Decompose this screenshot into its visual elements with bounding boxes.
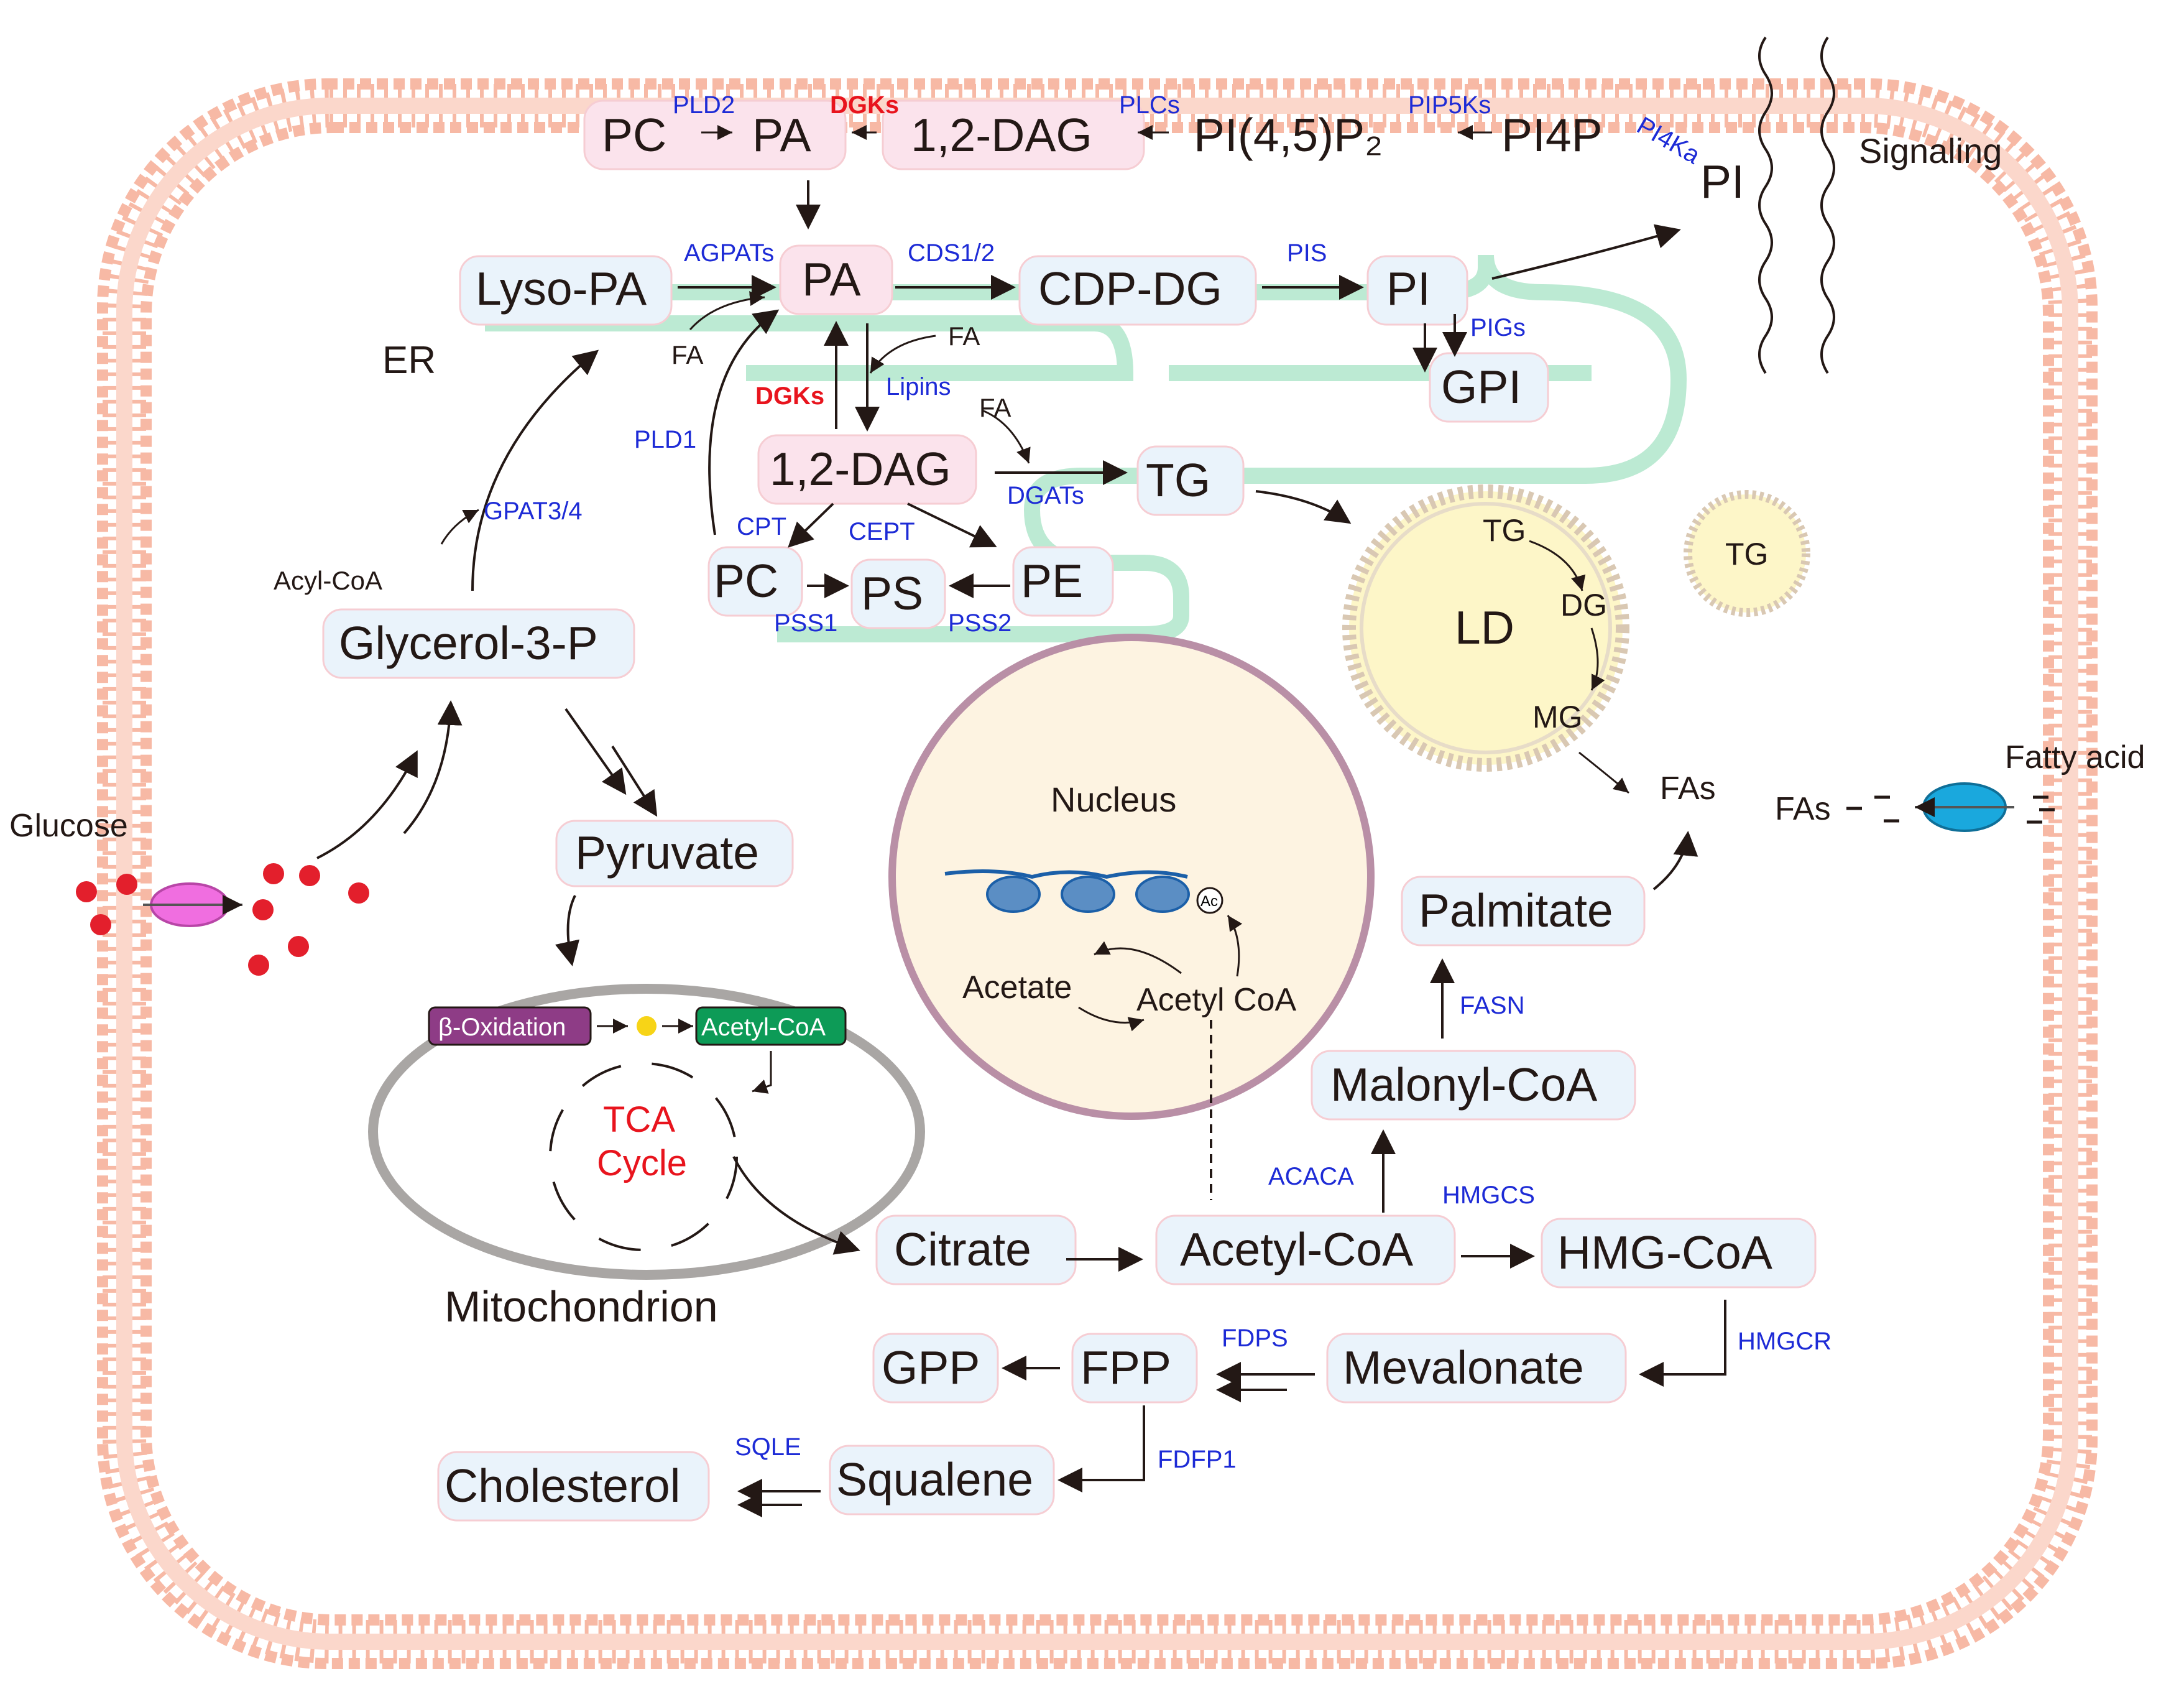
enzyme-cept: CEPT [849,518,915,545]
acyl-coa-label: Acyl-CoA [274,566,382,595]
acetate-label: Acetate [962,969,1072,1006]
enzyme-hmgcr: HMGCR [1738,1328,1832,1355]
nucleus-acetyl-coa: Acetyl CoA [1136,982,1297,1018]
enzyme-pld1: PLD1 [634,426,696,453]
fa-outside-label: FAs [1775,791,1831,827]
enzyme-cpt: CPT [737,513,786,540]
node-gpp: GPP [882,1341,980,1394]
beta-oxidation-label: β-Oxidation [438,1014,566,1041]
enzyme-pip5ks: PIP5Ks [1408,91,1491,119]
node-fpp: FPP [1080,1341,1171,1394]
nucleosome-icon [986,876,1190,913]
membrane-pa: PA [752,109,811,161]
er-labels: AGPATs CDS1/2 PIS PIGs DGKs Lipins PLD1 … [274,239,1526,637]
fa-label-1: FA [671,340,703,369]
node-cholesterol: Cholesterol [445,1460,680,1512]
glycolysis-nodes: Glycerol-3-P Pyruvate [322,608,794,966]
enzyme-pis: PIS [1287,239,1327,267]
node-pi: PI [1386,262,1431,315]
enzyme-fasn: FASN [1460,992,1524,1019]
enzyme-dgks-membrane: DGKs [830,91,899,119]
node-malonyl-coa: Malonyl-CoA [1330,1058,1597,1111]
beta-oxidation-box [428,1006,592,1046]
membrane-pip2: PI(4,5)P₂ [1194,109,1383,161]
membrane-pi4p: PI4P [1501,109,1603,161]
enzyme-fdps: FDPS [1222,1325,1288,1352]
fas-label: FAs [1660,770,1716,807]
node-glycerol-3-p: Glycerol-3-P [339,617,598,669]
er-nodes: Lyso-PA PA CDP-DG PI GPI 1,2-DAG TG PC P… [459,244,1549,629]
membrane-dag: 1,2-DAG [911,109,1092,161]
small-lipid-droplet: TG [1684,490,1810,617]
enzyme-pi4ka: PI4Ka [1633,112,1705,170]
fa-label-2: FA [948,322,980,351]
node-dag: 1,2-DAG [770,443,951,495]
enzyme-sqle: SQLE [735,1433,801,1461]
node-palmitate: Palmitate [1419,884,1613,937]
node-pyruvate: Pyruvate [575,826,759,879]
tca-cycle-ring [549,1062,738,1251]
node-mevalonate: Mevalonate [1343,1341,1584,1394]
node-pe: PE [1021,555,1083,607]
node-ps: PS [861,567,923,619]
enzyme-gpat: GPAT3/4 [484,497,583,525]
node-squalene: Squalene [836,1453,1033,1506]
enzyme-agpats: AGPATs [684,239,774,267]
glucose-label: Glucose [9,808,128,844]
mito-acetyl-coa-box [695,1006,847,1046]
node-gpi: GPI [1441,361,1521,413]
enzyme-acaca: ACACA [1268,1163,1354,1190]
ld-label: LD [1455,601,1514,654]
node-tg: TG [1146,454,1210,506]
enzyme-pigs: PIGs [1470,314,1526,341]
enzyme-lipins: Lipins [886,373,951,400]
enzyme-pss1: PSS1 [774,609,837,637]
node-pa: PA [802,253,860,305]
lipid-droplet: TG DG MG LD [1342,484,1629,794]
fa-label-3: FA [979,393,1011,422]
enzyme-hmgcs: HMGCS [1442,1182,1535,1209]
node-hmg-coa: HMG-CoA [1557,1226,1772,1279]
signaling-waves: Signaling [1758,36,2002,374]
signaling-label: Signaling [1859,131,2002,170]
enzyme-fdfp1: FDFP1 [1158,1446,1237,1473]
membrane-pi: PI [1700,155,1744,208]
membrane-pc: PC [602,109,666,161]
mito-acetyl-coa-label: Acetyl-CoA [701,1014,826,1041]
nucleus: Nucleus Ac Acetate Acetyl CoA [888,634,1375,1200]
mitochondrion: β-Oxidation Acetyl-CoA TCA Cycle Mitocho… [368,984,925,1331]
er-arrows [440,224,1681,598]
er-label: ER [382,339,436,382]
node-pc: PC [714,555,778,607]
tca-label-2: Cycle [597,1143,687,1183]
nucleus-label: Nucleus [1051,780,1176,819]
small-ld-tg: TG [1725,537,1768,571]
membrane-lipids: PC PA 1,2-DAG PI(4,5)P₂ PI4P PI PLD2 DGK… [583,91,1744,229]
enzyme-pld2: PLD2 [673,91,735,119]
tca-label-1: TCA [603,1099,675,1140]
enzyme-pss2: PSS2 [948,609,1011,637]
ld-dg: DG [1560,588,1607,622]
enzyme-dgats: DGATs [1007,482,1084,509]
enzyme-plcs: PLCs [1119,91,1180,119]
fatty-acid-transport: Fatty acid FAs [1775,739,2145,832]
glucose-transport: Glucose [9,700,463,976]
synthesis-pathway: Palmitate FASN Malonyl-CoA ACACA HMGCS C… [437,831,1832,1522]
fatty-acid-label: Fatty acid [2005,739,2145,775]
ac-label: Ac [1200,893,1218,910]
node-acetyl-coa: Acetyl-CoA [1180,1223,1413,1275]
node-lyso-pa: Lyso-PA [476,262,647,315]
enzyme-dgks-er: DGKs [755,382,824,410]
mitochondrion-label: Mitochondrion [445,1282,718,1331]
ld-tg: TG [1483,513,1526,548]
enzyme-cds: CDS1/2 [908,239,995,267]
ld-mg: MG [1532,700,1583,734]
node-cdp-dg: CDP-DG [1038,262,1222,315]
node-citrate: Citrate [894,1223,1031,1275]
